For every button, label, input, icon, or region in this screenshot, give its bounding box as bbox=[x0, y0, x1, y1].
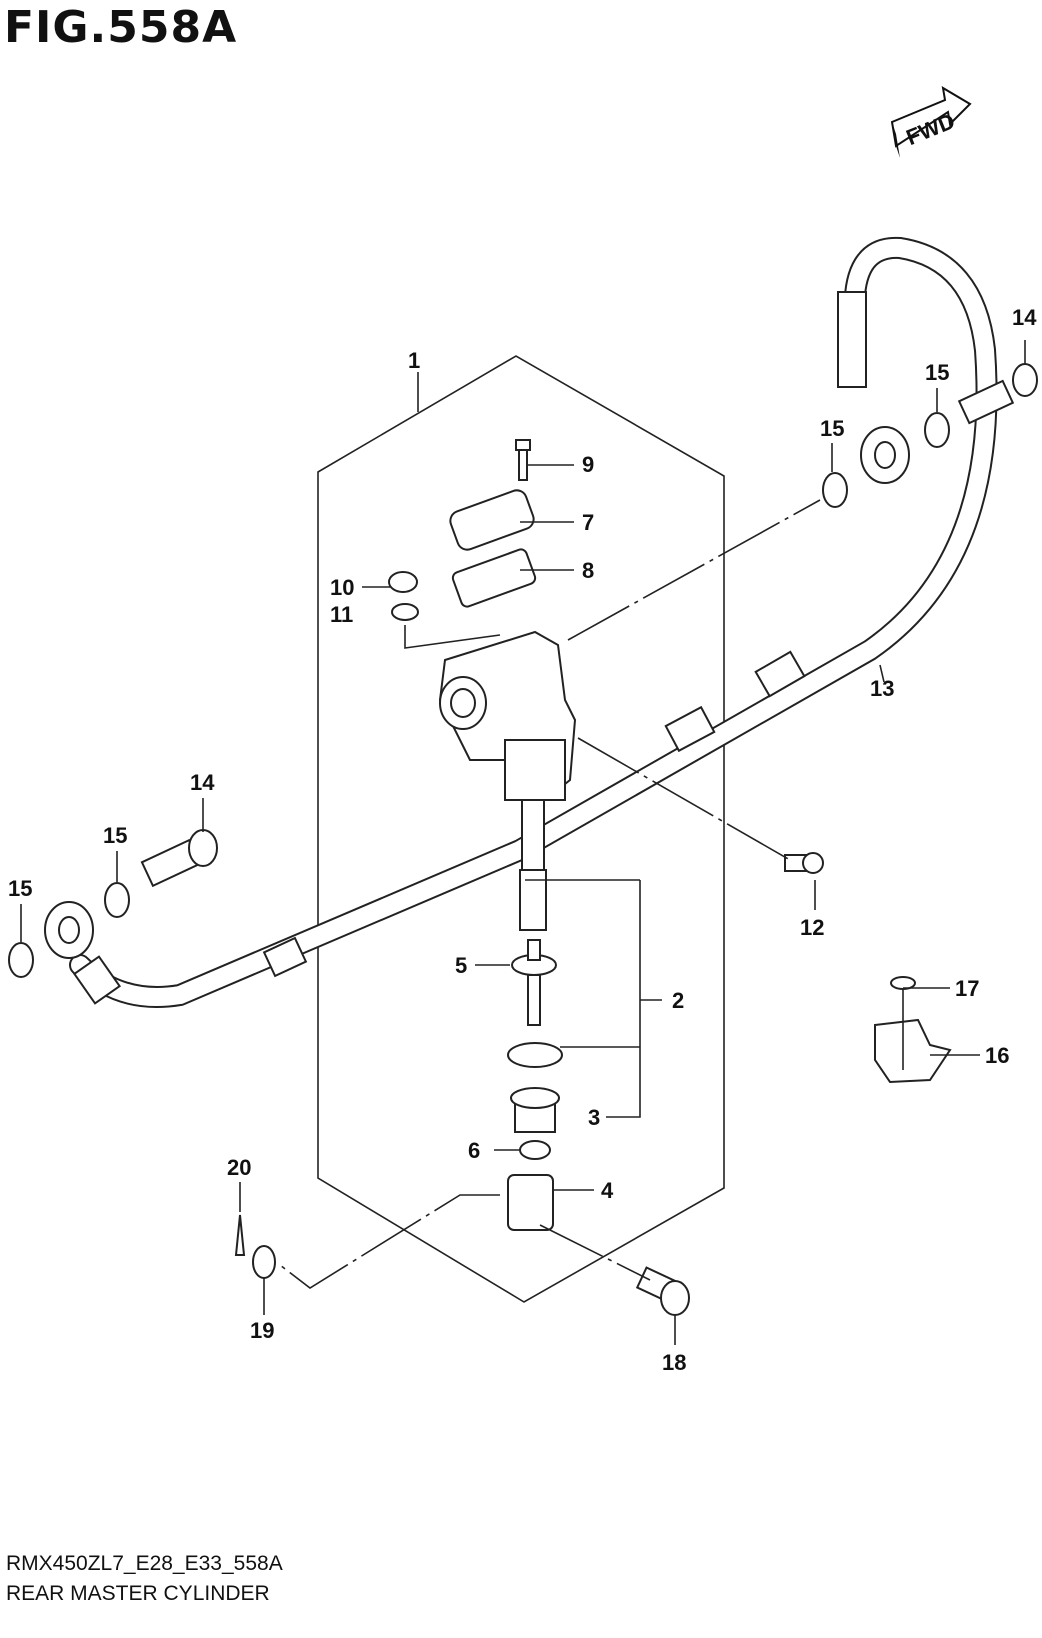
master-cylinder-body bbox=[438, 630, 577, 802]
fwd-arrow: FWD bbox=[890, 86, 972, 158]
diagram-code: RMX450ZL7_E28_E33_558A bbox=[6, 1552, 283, 1575]
callout-15-c: 15 bbox=[103, 823, 127, 848]
callout-11: 11 bbox=[330, 602, 353, 627]
leader-lines bbox=[20, 340, 1026, 1345]
part-16-clamp bbox=[874, 1018, 952, 1084]
part-8-diaphragm bbox=[451, 548, 537, 608]
callout-19: 19 bbox=[250, 1318, 274, 1343]
callout-1: 1 bbox=[408, 348, 420, 373]
callout-6: 6 bbox=[468, 1138, 480, 1163]
callout-9: 9 bbox=[582, 452, 594, 477]
callout-15-b: 15 bbox=[925, 360, 949, 385]
snap-ring bbox=[507, 1042, 563, 1068]
part-3-boot bbox=[510, 1087, 560, 1133]
part-14-union-bolt-right bbox=[957, 363, 1038, 425]
part-5-rod bbox=[511, 939, 557, 1026]
brake-hose bbox=[44, 236, 998, 1008]
callout-20: 20 bbox=[227, 1155, 251, 1180]
callout-14-left: 14 bbox=[190, 770, 215, 795]
part-2-piston-kit bbox=[519, 799, 547, 931]
callout-13: 13 bbox=[870, 676, 894, 701]
part-10-cap bbox=[388, 571, 418, 593]
callout-15-a: 15 bbox=[820, 416, 844, 441]
part-4-clevis bbox=[507, 1174, 554, 1231]
callout-2: 2 bbox=[672, 988, 684, 1013]
part-15-washer-d bbox=[8, 942, 34, 978]
assembly-outline bbox=[317, 355, 725, 1303]
callout-15-d: 15 bbox=[8, 876, 32, 901]
figure-title: FIG.558A bbox=[4, 2, 238, 53]
callout-18: 18 bbox=[662, 1350, 686, 1375]
callout-16: 16 bbox=[985, 1043, 1009, 1068]
callout-17: 17 bbox=[955, 976, 979, 1001]
part-7-cap bbox=[449, 489, 535, 551]
part-6-nut bbox=[519, 1140, 551, 1160]
callout-12: 12 bbox=[800, 915, 824, 940]
part-12-bleeder bbox=[784, 852, 824, 874]
part-9-bolt bbox=[515, 439, 531, 481]
callout-7: 7 bbox=[582, 510, 594, 535]
callout-8: 8 bbox=[582, 558, 594, 583]
callout-10: 10 bbox=[330, 575, 354, 600]
part-15-washer-b bbox=[924, 412, 950, 448]
part-14-union-bolt-left bbox=[140, 829, 218, 888]
diagram-name: REAR MASTER CYLINDER bbox=[6, 1582, 270, 1605]
part-19-washer bbox=[252, 1245, 276, 1279]
part-20-cotter-pin bbox=[234, 1214, 246, 1256]
callout-3: 3 bbox=[588, 1105, 600, 1130]
callout-14-right: 14 bbox=[1012, 305, 1037, 330]
part-15-washer-c bbox=[104, 882, 130, 918]
part-11-circlip bbox=[391, 603, 419, 621]
part-17-screw bbox=[890, 976, 916, 1070]
callout-labels: 1 2 3 4 5 6 7 8 9 10 11 12 13 14 14 15 1… bbox=[8, 305, 1037, 1375]
part-18-pin bbox=[635, 1266, 690, 1316]
part-15-washer-a bbox=[822, 472, 848, 508]
callout-4: 4 bbox=[601, 1178, 614, 1203]
callout-5: 5 bbox=[455, 953, 467, 978]
